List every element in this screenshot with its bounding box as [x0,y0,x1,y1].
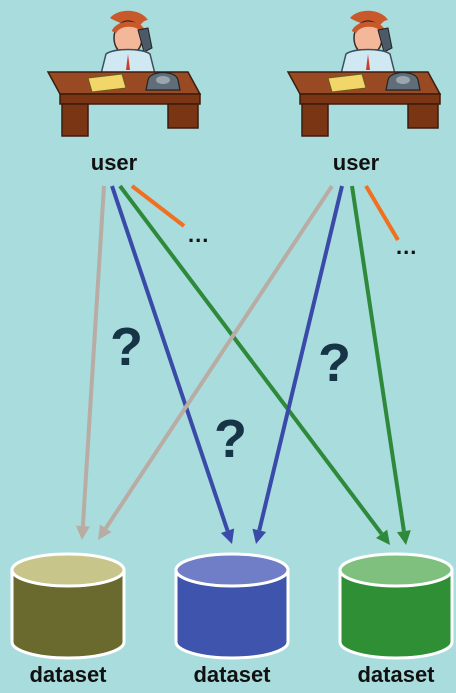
question-mark-left: ? [110,317,143,377]
user-figure-right [286,10,442,137]
arrow-left-user-to-dataset-3 [118,184,390,545]
user-figure-left [46,10,202,137]
user-label-right: user [332,150,380,175]
dataset-cylinder-icon [338,552,454,660]
arrow-right-user-to-dataset-1 [98,184,334,540]
arrow-left-user-to-dataset-1 [75,185,106,540]
user-label-left: user [90,150,138,175]
more-marker-left: ... [188,222,210,247]
arrow-right-user-to-more [364,184,400,242]
dataset-cylinder-icon [10,552,126,660]
question-mark-center: ? [214,409,247,469]
arrow-left-user-to-more [130,184,186,228]
arrow-right-user-to-dataset-2 [252,185,344,544]
dataset-label-1: dataset [29,662,107,687]
dataset-cylinder-icon [174,552,290,660]
more-marker-right: ... [396,234,418,259]
person-at-desk-icon [286,10,442,137]
datasets-layer [10,552,454,660]
person-at-desk-icon [46,10,202,137]
arrows-layer [75,184,411,545]
arrow-right-user-to-dataset-3 [350,185,411,545]
question-mark-right: ? [318,333,351,393]
dataset-label-2: dataset [193,662,271,687]
dataset-label-3: dataset [357,662,435,687]
arrow-left-user-to-dataset-2 [110,185,235,544]
